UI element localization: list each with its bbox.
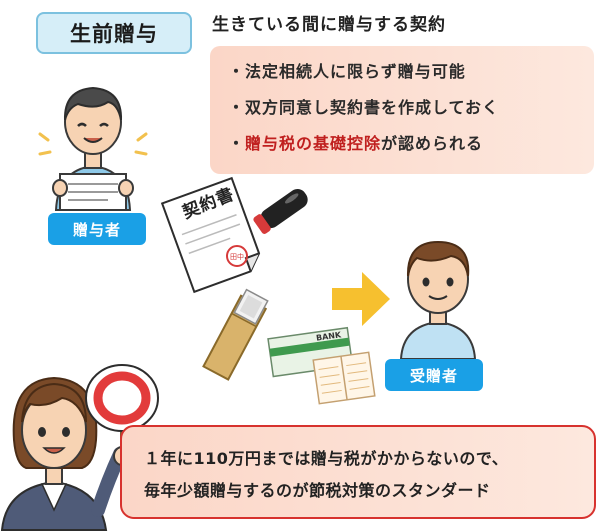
stamp-text: 田中 xyxy=(230,252,244,261)
page-title: 生前贈与 xyxy=(36,12,192,54)
condition-text: が認められる xyxy=(381,134,484,153)
note-line-1: １年に110万円までは贈与税がかからないので、 xyxy=(144,449,509,468)
passbook-icon xyxy=(312,351,376,405)
note-box: １年に110万円までは贈与税がかからないので、 毎年少額贈与するのが節税対策のス… xyxy=(120,425,596,519)
condition-item: ・法定相続人に限らず贈与可能 xyxy=(228,54,594,90)
giver-label: 贈与者 xyxy=(48,213,146,245)
condition-item: ・贈与税の基礎控除が認められる xyxy=(228,126,594,162)
bullet: ・ xyxy=(228,62,246,81)
page-subtitle: 生きている間に贈与する契約 xyxy=(212,15,446,35)
receiver-person-icon xyxy=(399,240,477,360)
conditions-box: ・法定相続人に限らず贈与可能 ・双方同意し契約書を作成しておく ・贈与税の基礎控… xyxy=(210,46,594,174)
contract-document-icon xyxy=(160,176,261,294)
condition-text: 双方同意し契約書を作成しておく xyxy=(245,98,500,117)
note-line-2: 毎年少額贈与するのが節税対策のスタンダード xyxy=(144,481,491,500)
cash-envelope-icon xyxy=(202,288,269,381)
hanko-seal-icon xyxy=(253,189,308,234)
bullet: ・ xyxy=(228,98,246,117)
condition-text: 法定相続人に限らず贈与可能 xyxy=(245,62,466,81)
arrow-right-icon xyxy=(332,272,390,326)
maru-sign-icon xyxy=(85,364,159,432)
contract-stamp-icon: 田中 xyxy=(226,245,248,267)
condition-highlight: 贈与税の基礎控除 xyxy=(245,134,382,153)
advisor-woman-icon xyxy=(0,376,131,531)
giver-person-icon xyxy=(38,86,148,211)
receiver-label: 受贈者 xyxy=(385,359,483,391)
condition-item: ・双方同意し契約書を作成しておく xyxy=(228,90,594,126)
bullet: ・ xyxy=(228,134,246,153)
